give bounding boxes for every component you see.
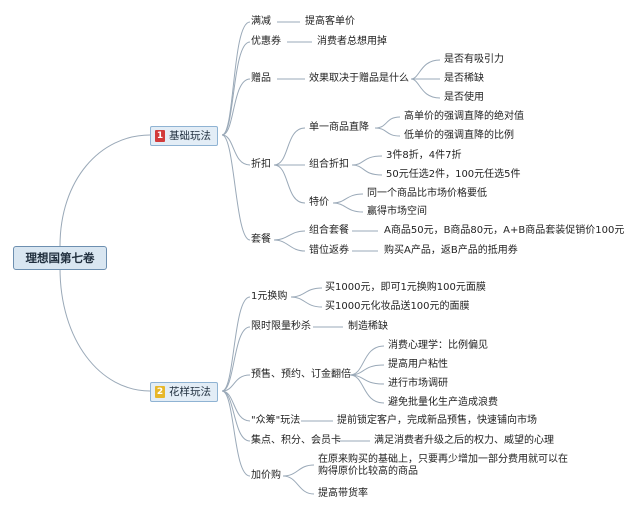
combo-package-desc: A商品50元，B商品80元，A+B商品套装促销价100元: [384, 225, 625, 236]
node-combo-package: 组合套餐: [309, 225, 349, 236]
node-discount: 折扣: [251, 159, 271, 170]
node-offset-coupon: 错位返券: [309, 245, 349, 256]
gift-leaf-2: 是否稀缺: [444, 73, 484, 84]
node-manjian: 满减: [251, 16, 271, 27]
branch-basic-play: 1 基础玩法: [150, 126, 218, 146]
node-coupon: 优惠券: [251, 36, 281, 47]
combo-leaf-1: 3件8折，4件7折: [386, 150, 462, 161]
node-special-price: 特价: [309, 197, 329, 208]
offset-coupon-desc: 购买A产品，返B产品的抵用券: [384, 245, 518, 256]
flash-sale-desc: 制造稀缺: [348, 321, 388, 332]
node-combo-discount: 组合折扣: [309, 159, 349, 170]
branch-label-fancy: 花样玩法: [169, 386, 211, 398]
branch-number-badge-1: 1: [155, 130, 165, 142]
node-one-yuan-swap: 1元换购: [251, 291, 288, 302]
branch-fancy-play: 2 花样玩法: [150, 382, 218, 402]
node-presale: 预售、预约、订金翻倍: [251, 369, 351, 380]
node-gift: 赠品: [251, 73, 271, 84]
add-price-desc-2: 提高带货率: [318, 488, 368, 499]
combo-leaf-2: 50元任选2件，100元任选5件: [386, 169, 521, 180]
gift-leaf-3: 是否使用: [444, 92, 484, 103]
branch-label-basic: 基础玩法: [169, 130, 211, 142]
node-crowdfunding: "众筹"玩法: [251, 415, 301, 426]
presale-leaf-1: 消费心理学：比例偏见: [388, 340, 488, 351]
add-price-desc-1: 在原来购买的基础上，只要再少增加一部分费用就可以在购得原价比较高的商品: [318, 454, 568, 477]
presale-leaf-2: 提高用户粘性: [388, 359, 448, 370]
swap-leaf-1: 买1000元，即可1元换购100元面膜: [325, 282, 486, 293]
single-leaf-2: 低单价的强调直降的比例: [404, 130, 514, 141]
gift-leaf-1: 是否有吸引力: [444, 54, 504, 65]
node-flash-sale: 限时限量秒杀: [251, 321, 311, 332]
root-node: 理想国第七卷: [13, 246, 107, 270]
crowdfunding-desc: 提前锁定客户，完成新品预售，快速铺向市场: [337, 415, 537, 426]
special-leaf-1: 同一个商品比市场价格要低: [367, 188, 487, 199]
presale-leaf-4: 避免批量化生产造成浪费: [388, 397, 498, 408]
node-gift-desc: 效果取决于赠品是什么: [309, 73, 409, 84]
single-leaf-1: 高单价的强调直降的绝对值: [404, 111, 524, 122]
node-points-membership: 集点、积分、会员卡: [251, 435, 341, 446]
node-package: 套餐: [251, 234, 271, 245]
node-coupon-desc: 消费者总想用掉: [317, 36, 387, 47]
node-add-price-buy: 加价购: [251, 470, 281, 481]
swap-leaf-2: 买1000元化妆品送100元的面膜: [325, 301, 470, 312]
node-manjian-desc: 提高客单价: [305, 16, 355, 27]
branch-number-badge-2: 2: [155, 386, 165, 398]
special-leaf-2: 赢得市场空间: [367, 206, 427, 217]
presale-leaf-3: 进行市场调研: [388, 378, 448, 389]
node-single-item-cut: 单一商品直降: [309, 122, 369, 133]
points-desc: 满足消费者升级之后的权力、威望的心理: [374, 435, 554, 446]
